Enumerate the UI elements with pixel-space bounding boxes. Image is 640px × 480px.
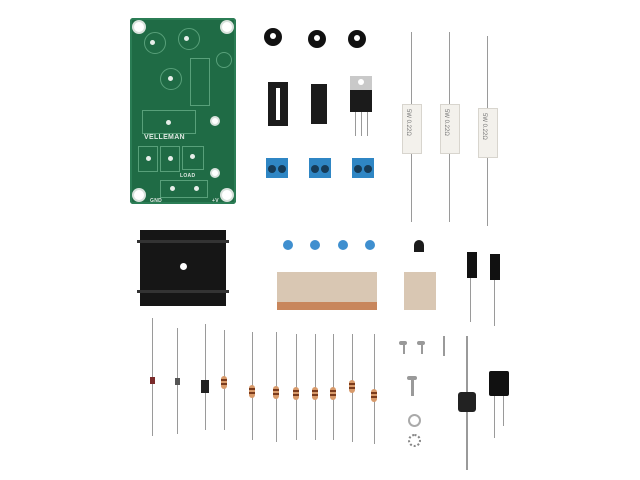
- to92-transistor: [414, 240, 424, 252]
- ceramic-capacitor: [283, 240, 293, 250]
- silkscreen-trimmer: [144, 32, 166, 54]
- lead: [367, 112, 368, 136]
- component-tape: [404, 272, 436, 310]
- screw: [399, 341, 407, 345]
- heatsink: [137, 230, 229, 306]
- heatsink-hole: [180, 263, 187, 270]
- voltage-regulator: [350, 90, 372, 112]
- screw-shaft: [421, 344, 423, 354]
- mounting-hole: [134, 22, 144, 32]
- mounting-hole: [222, 22, 232, 32]
- screw-terminal: [309, 158, 331, 178]
- ceramic-capacitor: [310, 240, 320, 250]
- diode: [201, 380, 209, 393]
- lead: [494, 396, 495, 438]
- power-resistor: 5W 0.22Ω: [402, 104, 422, 154]
- lead: [205, 324, 206, 430]
- silkscreen-ic: [190, 58, 210, 106]
- resistor: [249, 385, 255, 398]
- power-resistor: 5W 0.22Ω: [478, 108, 498, 158]
- screw-terminal: [352, 158, 374, 178]
- trimmer-potentiometer: [308, 30, 326, 48]
- silkscreen-terminal: [160, 146, 180, 172]
- lead: [361, 112, 362, 136]
- screw: [417, 341, 425, 345]
- resistor: [221, 376, 227, 389]
- solder-pad: [190, 154, 195, 159]
- trimmer-potentiometer: [264, 28, 282, 46]
- pcb-label-load: LOAD: [180, 173, 196, 179]
- solder-pad: [146, 156, 151, 161]
- silkscreen-terminal: [138, 146, 158, 172]
- tape-strip: [277, 302, 377, 310]
- screw-shaft: [403, 344, 405, 354]
- resistor: [371, 389, 377, 402]
- small-diode: [175, 378, 180, 385]
- solder-pad: [150, 40, 155, 45]
- silkscreen-capacitor: [216, 52, 232, 68]
- solder-pad: [168, 156, 173, 161]
- mounting-hole: [212, 118, 218, 124]
- silkscreen-trimmer: [160, 68, 182, 90]
- resistor: [349, 380, 355, 393]
- trimmer-potentiometer: [348, 30, 366, 48]
- silkscreen-heatsink: [142, 110, 196, 134]
- solder-pad: [168, 76, 173, 81]
- mounting-hole: [212, 170, 218, 176]
- small-diode: [150, 377, 155, 384]
- ic-socket: [268, 82, 288, 126]
- silkscreen-terminal: [160, 180, 208, 198]
- dip-ic: [311, 84, 327, 124]
- pcb-label-vplus: +V: [212, 198, 219, 204]
- solder-pad: [166, 120, 171, 125]
- resistor: [312, 387, 318, 400]
- screw-terminal: [266, 158, 288, 178]
- electrolytic-capacitor: [490, 254, 500, 280]
- lead: [494, 280, 495, 326]
- electrolytic-capacitor: [467, 252, 477, 278]
- mounting-hole: [222, 190, 232, 200]
- solder-pad: [170, 186, 175, 191]
- solder-pad: [194, 186, 199, 191]
- electrolytic-capacitor-large: [489, 371, 509, 396]
- pcb-brand-label: VELLEMAN: [144, 134, 185, 141]
- silkscreen-trimmer: [178, 28, 200, 50]
- nut: [408, 414, 421, 427]
- resistor: [293, 387, 299, 400]
- lead: [355, 112, 356, 136]
- lock-washer: [408, 434, 421, 447]
- resistor: [273, 386, 279, 399]
- pcb-board: VELLEMAN GND LOAD +V: [130, 18, 236, 204]
- lead: [503, 396, 504, 426]
- mounting-hole: [134, 190, 144, 200]
- rectifier-diode: [458, 392, 476, 412]
- ceramic-capacitor: [338, 240, 348, 250]
- lead: [470, 278, 471, 322]
- silkscreen-regulator: [182, 146, 204, 170]
- pin: [443, 336, 445, 356]
- socket-slot: [276, 88, 280, 120]
- pcb-label-gnd: GND: [150, 198, 163, 204]
- bolt-shaft: [411, 378, 414, 396]
- ceramic-capacitor: [365, 240, 375, 250]
- resistor: [330, 387, 336, 400]
- power-resistor: 5W 0.22Ω: [440, 104, 460, 154]
- regulator-hole: [358, 79, 364, 85]
- solder-pad: [184, 36, 189, 41]
- regulator-tab: [350, 76, 372, 90]
